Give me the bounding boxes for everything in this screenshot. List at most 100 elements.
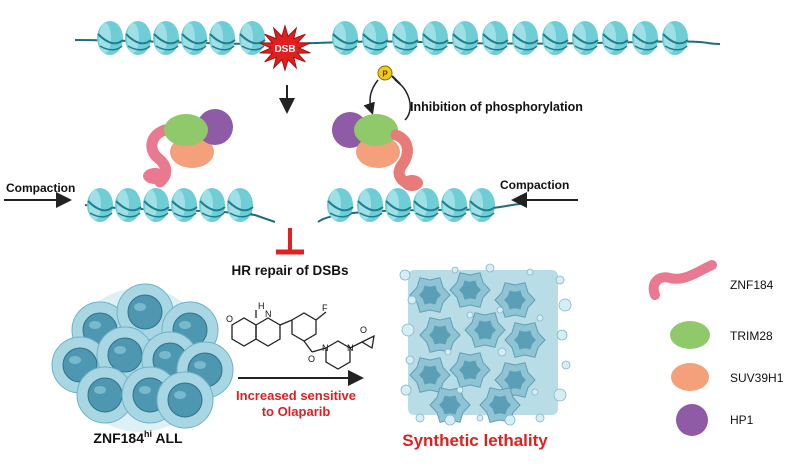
znf184-cell-cluster xyxy=(51,283,234,432)
svg-text:N: N xyxy=(265,309,272,319)
top-nucleosome-left-0 xyxy=(97,21,124,55)
top-nucleosome-right-0 xyxy=(332,21,359,55)
left-nucleosome-5 xyxy=(227,188,254,222)
left-nucleosome-0 xyxy=(87,188,114,222)
left-nucleosome-4 xyxy=(199,188,226,222)
svg-text:N: N xyxy=(347,343,354,353)
debris-bubble-7 xyxy=(556,329,568,341)
cell-7 xyxy=(76,366,134,424)
top-nucleosome-left-1 xyxy=(125,21,152,55)
left-nucleosome-3 xyxy=(171,188,198,222)
top-nucleosome-right-11 xyxy=(662,21,689,55)
top-nucleosome-left-3 xyxy=(181,21,208,55)
legend-item-suv39h1: SUV39H1 xyxy=(671,363,784,391)
top-nucleosome-right-8 xyxy=(572,21,599,55)
debris-bubble-5 xyxy=(555,275,565,285)
right-compacted-chromatin xyxy=(317,188,521,223)
right-nucleosome-4 xyxy=(441,188,468,222)
debris-bubble-1 xyxy=(407,295,417,305)
sensitivity-line1: Increased sensitive xyxy=(236,388,356,403)
outcome-label: Synthetic lethality xyxy=(402,431,548,450)
piperazine-ring xyxy=(325,340,351,370)
left-compacted-chromatin xyxy=(84,188,276,223)
svg-text:TRIM28: TRIM28 xyxy=(730,329,773,343)
left-trim28 xyxy=(164,114,208,146)
svg-text:O: O xyxy=(360,325,367,335)
top-nucleosome-right-6 xyxy=(512,21,539,55)
debris-bubble-4 xyxy=(400,384,412,396)
debris-bubble-0 xyxy=(399,269,411,281)
dying-cell-7 xyxy=(449,352,491,388)
top-nucleosome-left-2 xyxy=(153,21,180,55)
compaction-left-label: Compaction xyxy=(6,181,75,195)
compaction-right: Compaction xyxy=(500,178,578,208)
dying-cell-6 xyxy=(409,357,451,393)
svg-text:SUV39H1: SUV39H1 xyxy=(730,371,784,385)
legend-item-trim28: TRIM28 xyxy=(670,321,773,349)
debris-bubble-13 xyxy=(504,414,516,426)
debris-bubble-14 xyxy=(535,413,545,423)
debris-bubble-12 xyxy=(476,414,484,422)
dying-cell-4 xyxy=(464,312,506,348)
svg-text:H: H xyxy=(258,301,265,311)
svg-text:O: O xyxy=(308,354,315,364)
debris-bubble-8 xyxy=(561,360,571,370)
top-nucleosome-right-9 xyxy=(602,21,629,55)
dsb-label: DSB xyxy=(274,44,295,55)
top-nucleosome-right-4 xyxy=(452,21,479,55)
debris-bubble-19 xyxy=(497,347,507,357)
svg-text:ZNF184: ZNF184 xyxy=(730,278,774,292)
benzene-ring-1 xyxy=(231,317,257,347)
top-nucleosome-right-5 xyxy=(482,21,509,55)
olaparib-atoms: O H N F O N N O xyxy=(226,301,367,364)
legend: ZNF184 TRIM28 SUV39H1 HP1 xyxy=(648,260,784,436)
cell-9 xyxy=(156,371,214,429)
phospho-arrow xyxy=(363,79,379,115)
cell-label: ZNF184hi ALL xyxy=(93,429,183,446)
phosphate-label: P xyxy=(382,70,388,79)
top-nucleosome-right-3 xyxy=(422,21,449,55)
top-chromatin xyxy=(74,21,721,55)
olaparib-structure xyxy=(231,310,375,370)
debris-bubble-3 xyxy=(405,355,415,365)
debris-bubble-18 xyxy=(444,348,452,356)
right-nucleosome-2 xyxy=(385,188,412,222)
dying-cell-1 xyxy=(449,272,491,308)
dying-cell-3 xyxy=(419,317,461,353)
debris-bubble-6 xyxy=(558,298,572,312)
compaction-right-label: Compaction xyxy=(500,178,569,192)
cyclopropane xyxy=(360,334,375,350)
dying-cell-2 xyxy=(494,282,536,318)
debris-bubble-21 xyxy=(496,306,504,314)
right-nucleosome-3 xyxy=(413,188,440,222)
right-protein-complex xyxy=(332,112,423,191)
legend-item-hp1: HP1 xyxy=(676,404,754,436)
left-nucleosome-1 xyxy=(115,188,142,222)
debris-bubble-15 xyxy=(451,266,459,274)
top-nucleosome-left-4 xyxy=(209,21,236,55)
svg-text:F: F xyxy=(322,303,328,313)
debris-bubble-2 xyxy=(401,323,415,337)
inhibition-bar xyxy=(391,75,401,85)
top-nucleosome-right-7 xyxy=(542,21,569,55)
debris-bubble-16 xyxy=(485,263,495,273)
dying-cells-cluster xyxy=(399,263,572,426)
sensitivity-line2: to Olaparib xyxy=(262,404,331,419)
legend-item-znf184: ZNF184 xyxy=(648,260,774,300)
right-nucleosome-5 xyxy=(469,188,496,222)
phosphate-group: P Inhibition of phosphorylation xyxy=(363,65,583,121)
dying-cell-5 xyxy=(504,322,546,358)
dying-cell-0 xyxy=(409,277,451,313)
debris-bubble-9 xyxy=(553,388,567,402)
left-nucleosome-2 xyxy=(143,188,170,222)
svg-text:N: N xyxy=(322,343,329,353)
left-protein-complex xyxy=(143,109,233,188)
benzene-ring-2 xyxy=(291,312,317,342)
inhibition-text: Inhibition of phosphorylation xyxy=(410,100,583,114)
right-nucleosome-1 xyxy=(357,188,384,222)
dying-cell-9 xyxy=(429,387,471,423)
top-nucleosome-right-2 xyxy=(392,21,419,55)
top-nucleosome-left-5 xyxy=(239,21,266,55)
hr-repair-label: HR repair of DSBs xyxy=(231,263,348,278)
